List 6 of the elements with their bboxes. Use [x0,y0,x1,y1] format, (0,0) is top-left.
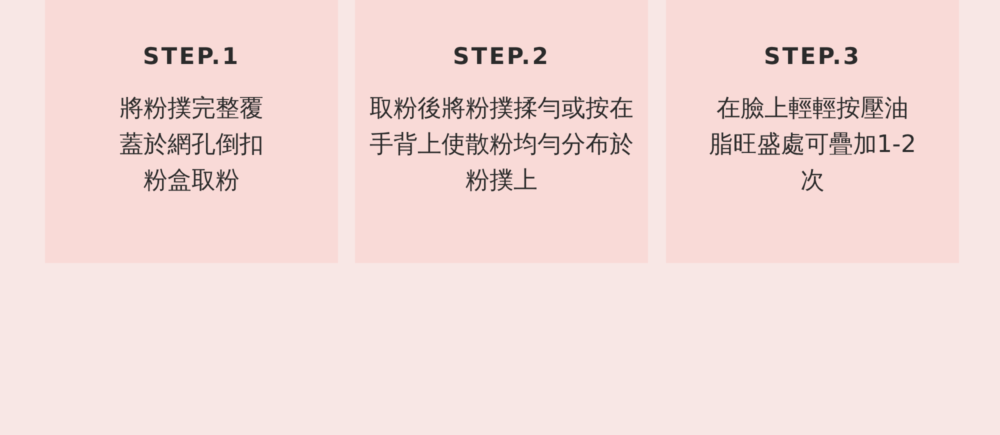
step-heading: STEP.1 [142,44,242,70]
step-text: 取粉後將粉撲揉勻或按在手背上使散粉均勻分布於粉撲上 [368,93,634,196]
step-text: 在臉上輕輕按壓油脂旺盛處可疊加1-2次 [708,93,918,196]
step-heading: STEP.2 [452,44,552,70]
step-heading: STEP.3 [762,44,862,70]
step-text: 將粉撲完整覆蓋於網孔倒扣粉盒取粉 [118,93,264,196]
